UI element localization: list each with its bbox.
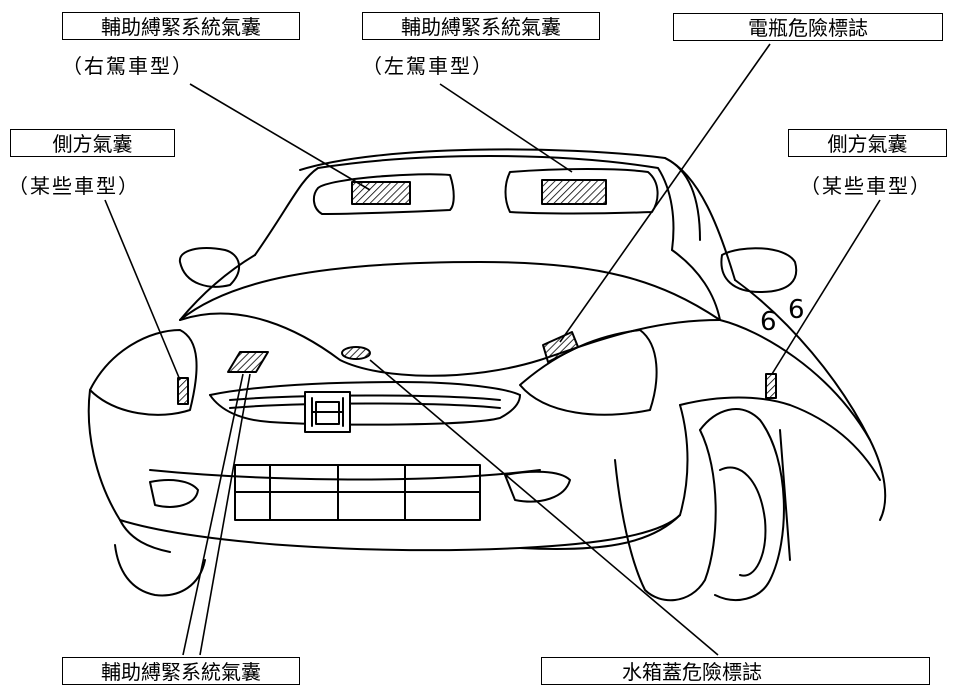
battery-warning-label: 電瓶危險標誌 xyxy=(673,13,943,41)
svg-text:6: 6 xyxy=(760,307,777,337)
left-front-wheel xyxy=(114,544,206,597)
side-airbag-left-label: 側方氣囊 xyxy=(10,129,175,157)
left-headlight xyxy=(89,329,198,416)
right-side-airbag-label xyxy=(765,373,777,399)
srs-airbag-bottom-label: 輔助縛緊系統氣囊 xyxy=(62,657,300,685)
honda-emblem xyxy=(304,391,351,433)
right-mirror xyxy=(720,247,798,293)
left-mirror xyxy=(178,247,240,288)
side-body xyxy=(734,279,887,521)
srs-airbag-top-center-note: （左駕車型） xyxy=(362,54,494,78)
hood-srs-label xyxy=(227,351,269,373)
side-airbag-left-note: （某些車型） xyxy=(8,174,140,198)
side-airbag-right-note: （某些車型） xyxy=(800,174,932,198)
side-airbag-right-label: 側方氣囊 xyxy=(788,129,947,157)
left-side-airbag-label xyxy=(177,377,189,405)
right-visor-airbag-label xyxy=(541,179,607,205)
left-visor-outline xyxy=(312,173,455,215)
srs-airbag-top-left-label: 輔助縛緊系統氣囊 xyxy=(62,12,300,40)
windshield xyxy=(254,155,675,256)
right-front-wheel xyxy=(614,429,717,602)
grille-upper xyxy=(209,381,521,396)
battery-label xyxy=(542,331,579,363)
radiator-cap-warning-label: 水箱蓋危險標誌 xyxy=(541,657,930,685)
lower-grille xyxy=(234,464,481,521)
hood xyxy=(179,261,721,321)
car-roof xyxy=(299,148,701,241)
srs-airbag-top-left-note: （右駕車型） xyxy=(62,54,194,78)
right-headlight xyxy=(519,329,658,416)
svg-text:6: 6 xyxy=(788,295,805,325)
front-bumper xyxy=(87,389,689,552)
leader-lines xyxy=(104,43,881,656)
radiator-cap-label xyxy=(341,346,371,360)
srs-airbag-top-center-label: 輔助縛緊系統氣囊 xyxy=(362,12,600,40)
